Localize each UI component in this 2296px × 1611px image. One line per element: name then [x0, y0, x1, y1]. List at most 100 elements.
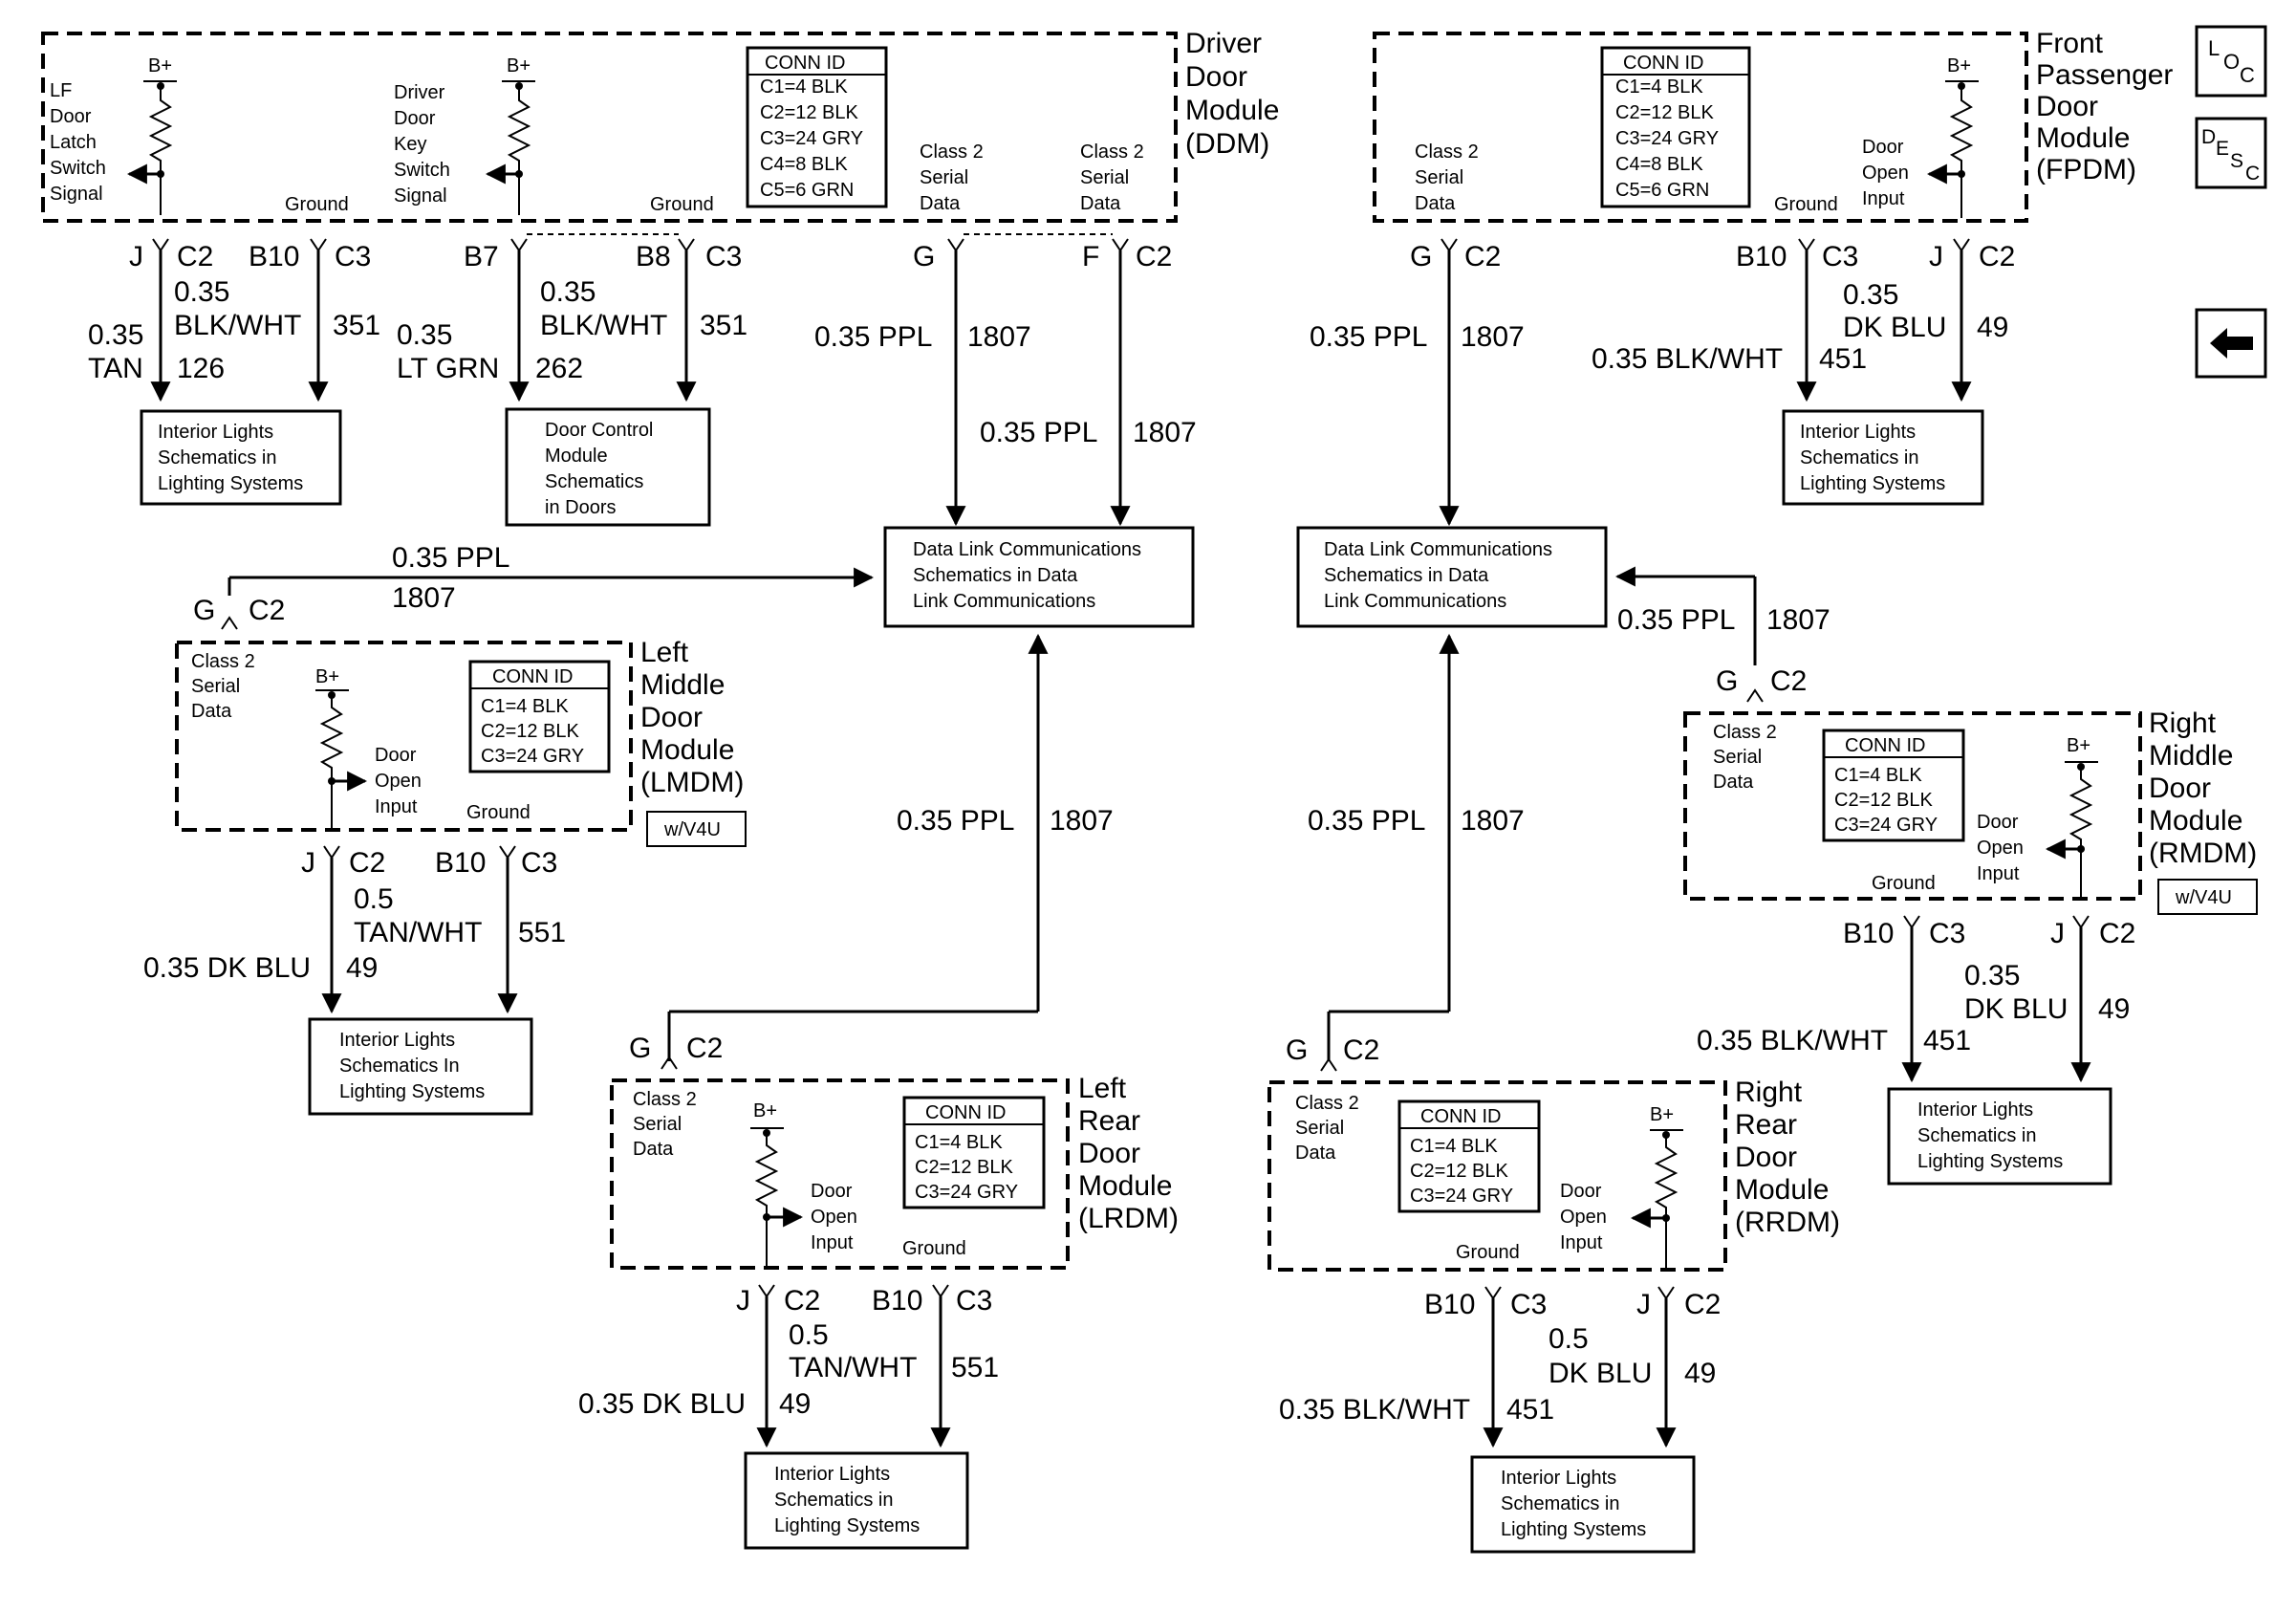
svg-text:Schematics in Data: Schematics in Data	[1324, 565, 1489, 586]
fpdm-pins: G C2 B10 C3 J C2	[1410, 238, 2015, 272]
svg-text:Module: Module	[640, 734, 734, 766]
svg-text:0.35: 0.35	[397, 319, 452, 351]
svg-text:Class 2: Class 2	[920, 142, 984, 163]
svg-text:Left: Left	[1078, 1073, 1127, 1104]
data-link-box-left[interactable]: Data Link Communications Schematics in D…	[883, 526, 1195, 628]
svg-text:C3=24 GRY: C3=24 GRY	[915, 1182, 1018, 1203]
svg-text:Lighting Systems: Lighting Systems	[774, 1515, 920, 1536]
svg-text:CONN ID: CONN ID	[1845, 735, 1925, 756]
interior-lights-box-lrdm[interactable]: Interior Lights Schematics in Lighting S…	[744, 1451, 969, 1550]
svg-text:w/V4U: w/V4U	[663, 819, 721, 840]
svg-text:C1=4 BLK: C1=4 BLK	[1615, 76, 1703, 98]
door-control-box[interactable]: Door Control Module Schematics in Doors	[505, 407, 711, 527]
svg-text:Door: Door	[1185, 61, 1247, 93]
ddm-name: Driver	[1185, 28, 1262, 59]
svg-text:C2=12 BLK: C2=12 BLK	[1410, 1161, 1509, 1182]
svg-text:Serial: Serial	[1080, 167, 1129, 188]
svg-text:Module: Module	[2149, 805, 2242, 837]
svg-text:551: 551	[518, 917, 566, 948]
svg-text:Middle: Middle	[640, 669, 725, 701]
svg-text:J: J	[1929, 241, 1943, 272]
svg-text:G: G	[629, 1033, 651, 1064]
svg-text:49: 49	[779, 1388, 811, 1420]
svg-text:Door: Door	[375, 745, 417, 766]
svg-text:551: 551	[951, 1352, 999, 1383]
svg-text:C1=4 BLK: C1=4 BLK	[915, 1132, 1003, 1153]
svg-text:B10: B10	[1736, 241, 1787, 272]
interior-lights-box-rrdm[interactable]: Interior Lights Schematics in Lighting S…	[1470, 1455, 1696, 1554]
svg-text:Link Communications: Link Communications	[913, 591, 1095, 612]
svg-text:B+: B+	[753, 1100, 777, 1121]
resistor-icon	[148, 86, 173, 215]
svg-text:0.35 PPL: 0.35 PPL	[392, 542, 509, 574]
interior-lights-box-ddm[interactable]: Interior Lights Schematics in Lighting S…	[140, 409, 342, 506]
svg-text:Schematics in: Schematics in	[1917, 1125, 2037, 1146]
svg-text:C3: C3	[956, 1285, 992, 1317]
svg-text:Lighting Systems: Lighting Systems	[1917, 1151, 2063, 1172]
interior-lights-box-fpdm[interactable]: Interior Lights Schematics in Lighting S…	[1782, 409, 1984, 506]
svg-text:C2: C2	[1464, 241, 1501, 272]
svg-text:Right: Right	[1735, 1077, 1803, 1108]
svg-text:Ground: Ground	[650, 194, 714, 215]
svg-text:J: J	[301, 847, 315, 879]
svg-text:J: J	[129, 241, 143, 272]
svg-text:C1=4 BLK: C1=4 BLK	[760, 76, 848, 98]
svg-text:Left: Left	[640, 637, 689, 668]
svg-text:Door: Door	[1862, 137, 1904, 158]
svg-text:Data: Data	[1415, 193, 1456, 214]
svg-text:262: 262	[535, 353, 583, 384]
left-arrow-icon[interactable]	[2195, 308, 2267, 379]
svg-text:TAN/WHT: TAN/WHT	[354, 917, 482, 948]
svg-text:C2: C2	[784, 1285, 820, 1317]
svg-text:C2: C2	[1684, 1289, 1721, 1320]
svg-text:Middle: Middle	[2149, 740, 2233, 772]
svg-text:Data: Data	[1713, 772, 1754, 793]
svg-text:B8: B8	[636, 241, 671, 272]
svg-text:Schematics in Data: Schematics in Data	[913, 565, 1078, 586]
svg-text:C3=24 GRY: C3=24 GRY	[1615, 128, 1719, 149]
svg-text:Interior Lights: Interior Lights	[158, 422, 273, 443]
lmdm-conn-id: CONN ID C1=4 BLK C2=12 BLK C3=24 GRY	[468, 660, 611, 773]
svg-text:1807: 1807	[1133, 417, 1197, 448]
svg-text:L: L	[2208, 36, 2220, 60]
rrdm-top-pin: G C2	[1286, 1034, 1379, 1072]
loc-icon[interactable]: L O C	[2195, 25, 2267, 98]
svg-text:1807: 1807	[1461, 805, 1525, 837]
svg-text:Data: Data	[633, 1139, 674, 1160]
svg-text:(DDM): (DDM)	[1185, 128, 1269, 160]
svg-text:0.35 BLK/WHT: 0.35 BLK/WHT	[1697, 1025, 1888, 1056]
svg-text:C3=24 GRY: C3=24 GRY	[1410, 1186, 1513, 1207]
svg-text:C1=4 BLK: C1=4 BLK	[481, 696, 569, 717]
svg-text:CONN ID: CONN ID	[1623, 53, 1703, 74]
svg-text:49: 49	[1977, 312, 2008, 343]
svg-text:Ground: Ground	[466, 802, 531, 823]
svg-text:0.35: 0.35	[1964, 960, 2020, 991]
interior-lights-box-rmdm[interactable]: Interior Lights Schematics in Lighting S…	[1887, 1087, 2112, 1186]
svg-text:Door: Door	[50, 106, 92, 127]
svg-text:B10: B10	[435, 847, 486, 879]
svg-text:Class 2: Class 2	[633, 1089, 697, 1110]
svg-text:0.35 PPL: 0.35 PPL	[1308, 805, 1425, 837]
svg-text:Serial: Serial	[1713, 747, 1762, 768]
svg-text:TAN: TAN	[88, 353, 143, 384]
desc-icon[interactable]: D E S C	[2195, 117, 2267, 189]
svg-text:F: F	[1082, 241, 1099, 272]
svg-text:Door: Door	[1977, 812, 2019, 833]
svg-text:B10: B10	[1424, 1289, 1475, 1320]
svg-text:C2: C2	[1343, 1034, 1379, 1066]
svg-text:C2: C2	[349, 847, 385, 879]
svg-text:C2: C2	[249, 595, 285, 626]
svg-text:0.5: 0.5	[789, 1319, 829, 1351]
svg-text:Ground: Ground	[1872, 873, 1936, 894]
svg-text:Serial: Serial	[633, 1114, 682, 1135]
ddm-pins: J C2 B10 C3 B7 B8 C3 G F C2	[129, 233, 1172, 272]
svg-text:451: 451	[1506, 1394, 1554, 1426]
svg-text:1807: 1807	[392, 582, 456, 614]
svg-text:Data: Data	[1080, 193, 1121, 214]
interior-lights-box-lmdm[interactable]: Interior Lights Schematics In Lighting S…	[308, 1017, 533, 1116]
svg-text:in Doors: in Doors	[545, 497, 616, 518]
svg-text:(FPDM): (FPDM)	[2036, 154, 2136, 185]
data-link-box-right[interactable]: Data Link Communications Schematics in D…	[1296, 526, 1608, 628]
svg-text:C3: C3	[705, 241, 742, 272]
svg-text:Ground: Ground	[902, 1238, 966, 1259]
